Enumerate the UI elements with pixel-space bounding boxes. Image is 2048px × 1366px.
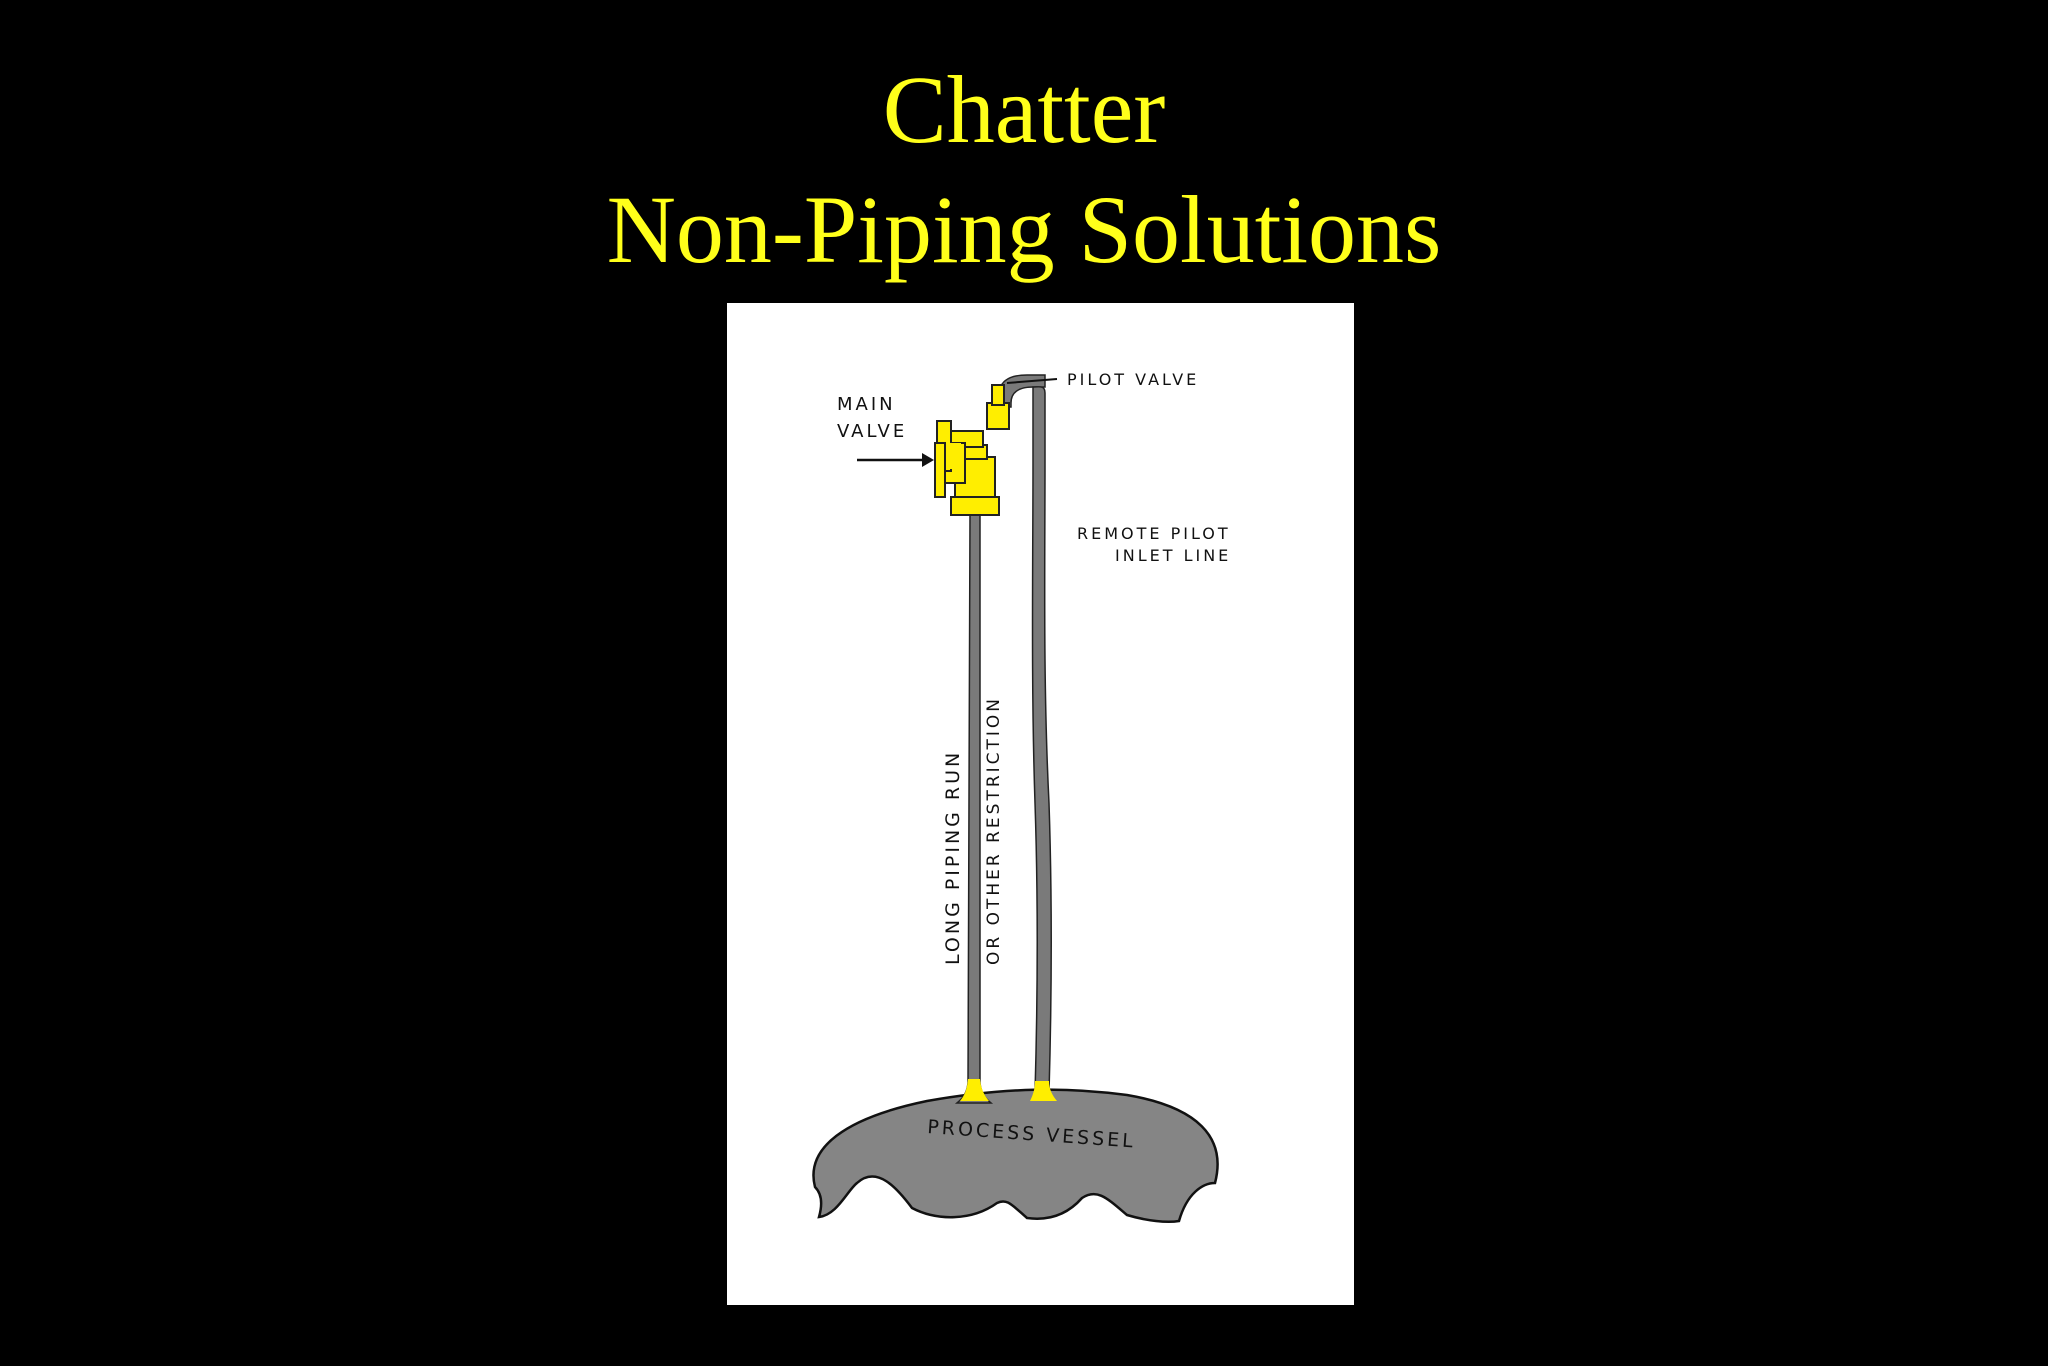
label-main-valve-line1: MAIN xyxy=(837,394,896,415)
diagram-canvas: MAIN VALVE PILOT VALVE REMOTE PILOT INLE… xyxy=(812,370,1231,1223)
pilot-valve xyxy=(986,384,1010,430)
main-valve xyxy=(934,420,1000,516)
label-main-valve-line2: VALVE xyxy=(837,421,907,442)
main-valve-arrow-head xyxy=(922,453,934,467)
label-remote-pilot-line2: INLET LINE xyxy=(1115,546,1231,565)
pilot-line-base-fillet xyxy=(1030,1081,1057,1101)
main-pipe-base-fillet xyxy=(960,1079,989,1101)
title-line-non-piping-solutions: Non-Piping Solutions xyxy=(606,176,1442,283)
pilot-valve-diagram: MAIN VALVE PILOT VALVE REMOTE PILOT INLE… xyxy=(727,303,1354,1305)
main-valve-inlet-flange xyxy=(934,442,946,498)
pilot-valve-leader xyxy=(1006,378,1058,384)
title-line-chatter: Chatter xyxy=(882,56,1166,163)
remote-pilot-inlet-line-vertical xyxy=(1031,386,1053,1094)
process-vessel-shape xyxy=(812,1088,1219,1223)
label-pilot-valve: PILOT VALVE xyxy=(1067,370,1199,389)
label-remote-pilot-line1: REMOTE PILOT xyxy=(1077,524,1231,543)
label-other-restriction: OR OTHER RESTRICTION xyxy=(984,696,1004,965)
label-long-piping-run: LONG PIPING RUN xyxy=(942,750,964,965)
slide-title: Chatter Non-Piping Solutions xyxy=(0,50,2048,290)
